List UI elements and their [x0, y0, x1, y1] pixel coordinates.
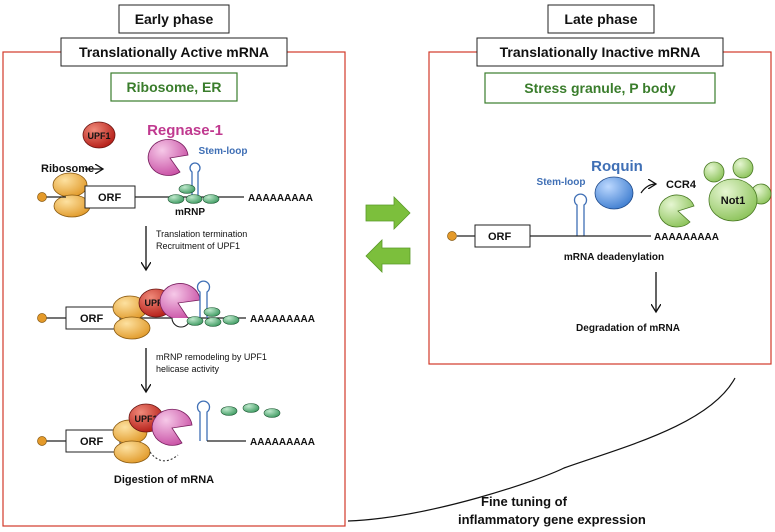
- arrow2-line2: helicase activity: [156, 364, 220, 374]
- orf-label-2: ORF: [80, 313, 104, 325]
- location-label-right: Stress granule, P body: [524, 80, 676, 96]
- ribosome-small-2: [113, 316, 151, 340]
- stem-loop-label-right: Stem-loop: [537, 177, 586, 188]
- ccr4-arrow: [640, 184, 656, 194]
- cap-dot-2: [37, 313, 47, 323]
- stem-loop-label: Stem-loop: [199, 146, 248, 157]
- cap-dot-right: [447, 231, 457, 241]
- ribosome-small-3: [113, 440, 151, 464]
- digestion-caption: Digestion of mRNA: [114, 474, 214, 486]
- upf1-label-3: UPF1: [134, 414, 157, 424]
- regnase-protein: [147, 139, 189, 176]
- mrnp-3a: [220, 406, 238, 416]
- not1-label: Not1: [721, 195, 745, 207]
- green-arrow-left: [365, 239, 411, 273]
- cap-dot-1: [37, 192, 47, 202]
- early-phase-box: [118, 4, 230, 34]
- stem-loop-1: [189, 162, 201, 196]
- deadenylation-label: mRNA deadenylation: [564, 252, 664, 263]
- polya-1: AAAAAAAAA: [248, 193, 313, 204]
- roquin-protein: [594, 176, 634, 210]
- not1-lobe-a: [703, 161, 725, 183]
- mrnp-label: mRNP: [175, 207, 205, 218]
- mrnp-2d: [222, 315, 240, 325]
- mrnp-1d: [202, 194, 220, 204]
- mrnp-1a: [178, 184, 196, 194]
- step1-diagram: UPF1 Regnase-1 Stem-loop Ribosome ORF mR…: [37, 121, 313, 218]
- orf-label-right: ORF: [488, 231, 512, 243]
- polya-3: AAAAAAAAA: [250, 437, 315, 448]
- location-box-right: [484, 72, 716, 104]
- location-label-left: Ribosome, ER: [127, 79, 222, 95]
- mrnp-2a: [203, 307, 221, 317]
- location-box-left: [110, 72, 238, 102]
- inactive-mrna-header: Translationally Inactive mRNA: [500, 44, 701, 60]
- not1-protein: [708, 178, 758, 222]
- arrow1-line2: Recruitment of UPF1: [156, 241, 240, 251]
- mrnp-1b: [167, 194, 185, 204]
- digested-mrna: [149, 451, 179, 462]
- degradation-label: Degradation of mRNA: [576, 323, 680, 334]
- cap-dot-3: [37, 436, 47, 446]
- early-phase-label: Early phase: [135, 11, 214, 27]
- roquin-label: Roquin: [591, 158, 643, 175]
- late-phase-diagram: Roquin Stem-loop CCR4 Not1 ORF AAAAAAAAA…: [447, 157, 772, 334]
- late-phase-box: [547, 4, 655, 34]
- mrnp-2c: [204, 317, 222, 327]
- regnase-label: Regnase-1: [147, 122, 223, 139]
- orf-label-3: ORF: [80, 436, 104, 448]
- upf1-label-2: UPF1: [144, 298, 167, 308]
- active-mrna-header: Translationally Active mRNA: [79, 44, 269, 60]
- arrow1-line1: Translation termination: [156, 229, 247, 239]
- orf-box-1: [84, 185, 136, 209]
- orf-label-1: ORF: [98, 192, 122, 204]
- green-arrow-right: [365, 196, 411, 230]
- mrnp-2b: [186, 316, 204, 326]
- polya-right: AAAAAAAAA: [654, 232, 719, 243]
- fine-tuning-line1: Fine tuning of: [481, 494, 568, 509]
- late-phase-label: Late phase: [564, 11, 637, 27]
- curly-brace: [347, 377, 736, 522]
- mrnp-1c: [185, 194, 203, 204]
- stem-loop-2: [196, 280, 211, 318]
- fine-tuning-line2: inflammatory gene expression: [458, 512, 646, 527]
- ccr4-label: CCR4: [666, 179, 697, 191]
- ribosome-large-subunit: [52, 172, 88, 198]
- regnase-protein-3: [151, 408, 193, 446]
- ribosome-label: Ribosome: [41, 163, 94, 175]
- mrnp-3b: [242, 403, 260, 413]
- regnase-protein-2: [159, 283, 201, 320]
- active-mrna-header-box: [60, 37, 288, 67]
- polya-2: AAAAAAAAA: [250, 314, 315, 325]
- stem-loop-right: [573, 193, 588, 236]
- arrow2-line1: mRNP remodeling by UPF1: [156, 352, 267, 362]
- ccr4-protein: [658, 194, 695, 228]
- step3-diagram: ORF UPF1 AAAAAAAAA: [37, 400, 315, 464]
- inactive-mrna-header-box: [476, 37, 724, 67]
- upf1-label: UPF1: [87, 131, 110, 141]
- step2-diagram: ORF UPF1 AAAAAAAAA: [37, 280, 315, 340]
- not1-lobe-b: [732, 157, 754, 179]
- stem-loop-3: [196, 400, 211, 441]
- mrnp-3c: [263, 408, 281, 418]
- upf1-protein: [82, 121, 116, 149]
